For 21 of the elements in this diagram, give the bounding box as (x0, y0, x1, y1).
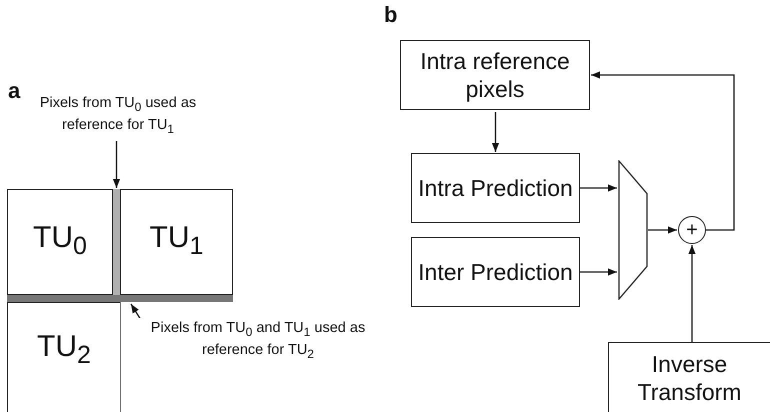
arrow (591, 71, 735, 231)
transform-unit-box: TU$_{0}$ (7, 189, 113, 295)
process-box: Intra reference pixels (400, 40, 590, 110)
arrow (580, 268, 617, 276)
reference-pixel-strip (7, 295, 233, 302)
arrow (688, 245, 696, 342)
transform-unit-box: TU$_{1}$ (120, 189, 233, 295)
arrow (492, 112, 500, 152)
leader-line (130, 304, 142, 320)
leader-line (112, 141, 120, 188)
process-box: Intra Prediction (411, 153, 580, 223)
adder-circle: + (678, 216, 706, 244)
arrow (648, 226, 677, 234)
process-box: Inverse Transform (608, 342, 770, 412)
multiplexer-symbol (618, 160, 648, 300)
panel-label: a (8, 78, 20, 104)
reference-pixel-strip (113, 189, 120, 295)
arrow (580, 184, 617, 192)
transform-unit-box: TU$_{2}$ (7, 302, 120, 412)
process-box: Inter Prediction (411, 237, 580, 307)
panel-label: b (384, 2, 398, 28)
